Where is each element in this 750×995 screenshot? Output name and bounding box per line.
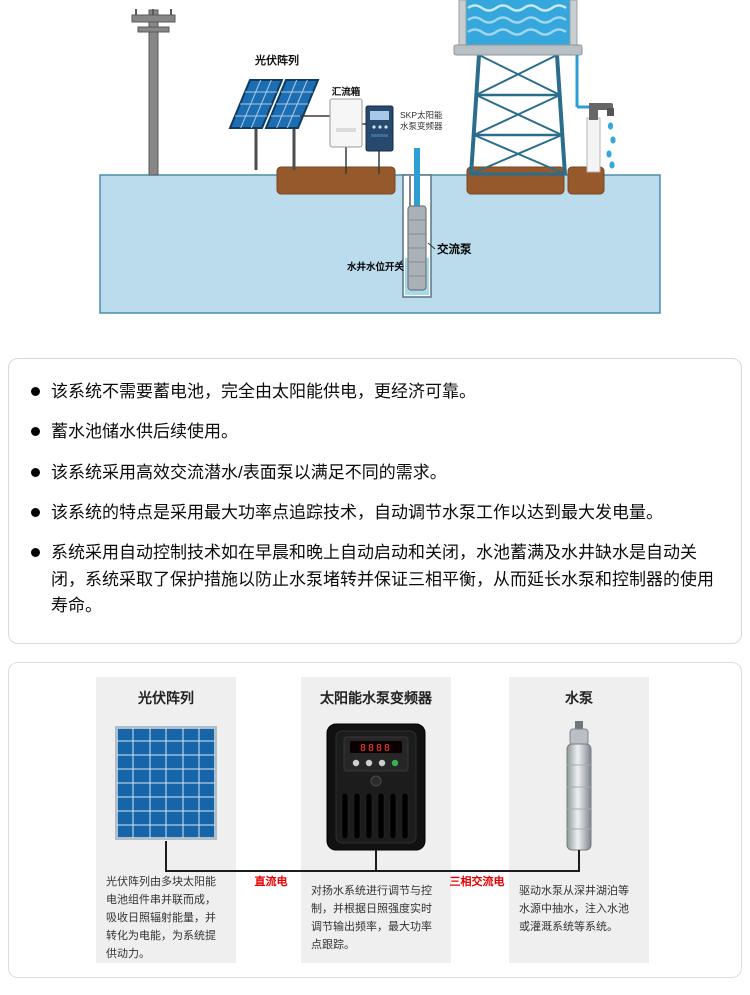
bullet-dot xyxy=(31,467,40,477)
feature-text: 系统采用自动控制技术如在早晨和晚上自动启动和关闭，水池蓄满及水井缺水是自动关闭，… xyxy=(51,543,714,616)
bullet-dot xyxy=(31,427,40,437)
ground-block xyxy=(99,174,661,314)
card-title: 水泵 xyxy=(565,690,593,707)
ac-power-label: 三相交流电 xyxy=(450,874,505,888)
faucet-icon xyxy=(575,55,616,173)
feature-item: 该系统采用高效交流潜水/表面泵以满足不同的需求。 xyxy=(31,460,719,486)
card-description: 对扬水系统进行调节与控制，并根据日照强度实时调节输出频率，最大功率点跟踪。 xyxy=(311,885,432,951)
card-description: 光伏阵列由多块太阳能电池组件串并联而成，吸收日照辐射能量，并转化为电能，为系统提… xyxy=(106,876,216,960)
inverter-icon xyxy=(365,105,394,152)
feature-item: 该系统不需要蓄电池，完全由太阳能供电，更经济可靠。 xyxy=(31,379,719,405)
feature-text: 该系统不需要蓄电池，完全由太阳能供电，更经济可靠。 xyxy=(51,382,476,401)
bullet-dot xyxy=(31,387,40,396)
bullet-dot xyxy=(31,548,40,558)
inverter-display: 8888 xyxy=(360,743,392,754)
card-title: 光伏阵列 xyxy=(138,690,194,707)
utility-pole-icon xyxy=(131,9,176,176)
feature-item: 该系统的特点是采用最大功率点追踪技术，自动调节水泵工作以达到最大发电量。 xyxy=(31,500,719,526)
level-switch-leader-line xyxy=(394,259,404,267)
inverter-label-line2: 水泵变频器 xyxy=(400,121,443,131)
level-switch-label: 水井水位开关 xyxy=(347,261,405,273)
feature-item: 系统采用自动控制技术如在早晨和晚上自动启动和关闭，水池蓄满及水井缺水是自动关闭，… xyxy=(31,540,719,619)
diagram-section: 光伏阵列 汇流箱 SKP太阳能 水泵变频器 xyxy=(0,0,750,348)
pv-array-label: 光伏阵列 xyxy=(254,53,299,67)
solar-panel-icon xyxy=(228,79,320,170)
card-description: 驱动水泵从深井湖泊等水源中抽水，注入水池或灌溉系统等系统。 xyxy=(519,885,629,934)
bullet-dot xyxy=(31,508,40,518)
component-card-inverter: 太阳能水泵变频器 8888 对扬水系统进行调节与控制，并根据日照强度实时调节输出… xyxy=(301,677,451,964)
water-tank-icon xyxy=(453,0,583,56)
feature-text: 该系统采用高效交流潜水/表面泵以满足不同的需求。 xyxy=(51,462,447,482)
inverter-label-line1: SKP太阳能 xyxy=(400,110,443,120)
solar-panel-image xyxy=(115,717,217,848)
features-box: 该系统不需要蓄电池，完全由太阳能供电，更经济可靠。 蓄水池储水供后续使用。 该系… xyxy=(8,358,742,645)
component-card-pv-array: 光伏阵列 光伏阵列由多块太阳能电池组件串并联而成，吸收日照辐射能量，并转化为电能… xyxy=(96,677,236,964)
feature-text: 蓄水池储水供后续使用。 xyxy=(51,422,238,442)
dc-power-label: 直流电 xyxy=(255,874,288,888)
pump-image xyxy=(561,717,597,857)
water-tower-icon xyxy=(469,54,567,176)
system-diagram: 光伏阵列 汇流箱 SKP太阳能 水泵变频器 xyxy=(99,0,661,314)
dc-wiring xyxy=(300,115,380,174)
ac-pump-leader-line xyxy=(427,242,436,250)
component-card-pump: 水泵 驱动水泵从深井湖泊等水源中抽水，注入水池或灌溉系统等系统。 xyxy=(509,677,649,964)
card-title: 太阳能水泵变频器 xyxy=(320,690,432,707)
inverter-image: 8888 xyxy=(326,717,426,857)
ac-pump-label: 交流泵 xyxy=(437,242,472,256)
well-pump-icon xyxy=(402,148,432,298)
feature-text: 该系统的特点是采用最大功率点追踪技术，自动调节水泵工作以达到最大发电量。 xyxy=(51,503,663,523)
components-section: 光伏阵列 光伏阵列由多块太阳能电池组件串并联而成，吸收日照辐射能量，并转化为电能… xyxy=(8,662,742,979)
feature-item: 蓄水池储水供后续使用。 xyxy=(31,419,719,445)
combiner-box-label: 汇流箱 xyxy=(332,86,361,98)
combiner-box-icon xyxy=(329,98,363,148)
